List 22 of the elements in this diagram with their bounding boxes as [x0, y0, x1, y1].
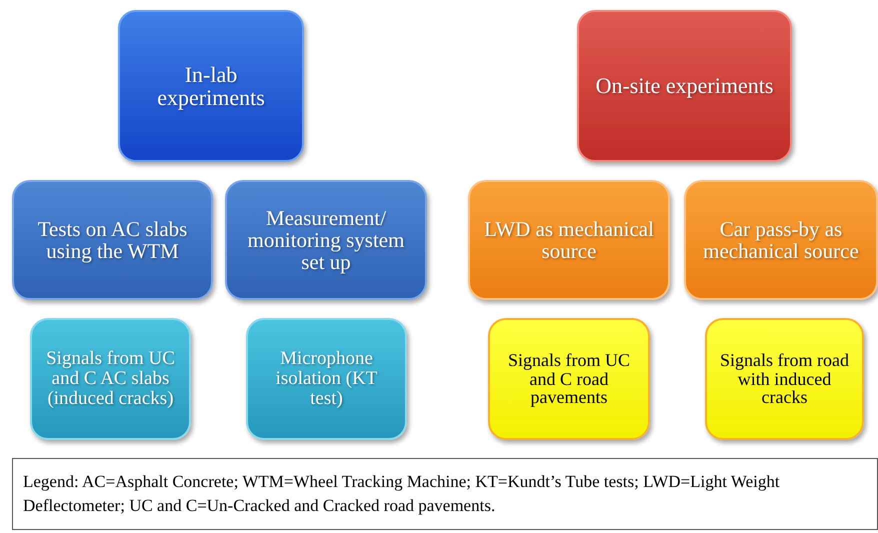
box-label: Measurement/ monitoring system set up [246, 206, 406, 274]
process-box [684, 180, 878, 300]
category-box [118, 10, 304, 162]
box-label: LWD as mechanical source [483, 218, 655, 262]
result-box [246, 318, 407, 440]
legend-text: Legend: AC=Asphalt Concrete; WTM=Wheel Tracking Machine; KT=Kundt’s Tube tests; LWD=Light Weight Deflectometer; UC and C=Un-Cracked and Cracked road pavements. [23, 471, 781, 517]
result-box [705, 318, 864, 440]
box-label: Signals from UC and C road pavements [506, 350, 631, 408]
box-label: Signals from road with induced cracks [719, 350, 850, 408]
process-box [12, 180, 213, 300]
process-box [468, 180, 670, 300]
category-box [577, 10, 792, 162]
box-label: In-lab experiments [156, 62, 266, 110]
result-box [488, 318, 650, 440]
box-label: Car pass-by as mechanical source [702, 218, 860, 262]
box-label: Signals from UC and C AC slabs (induced cracks) [45, 349, 176, 409]
box-label: Microphone isolation (KT test) [274, 349, 378, 409]
process-box [225, 180, 427, 300]
result-box [30, 318, 191, 440]
box-label: Tests on AC slabs using the WTM [36, 218, 188, 262]
box-label: On-site experiments [596, 74, 774, 98]
legend-box [12, 458, 878, 530]
